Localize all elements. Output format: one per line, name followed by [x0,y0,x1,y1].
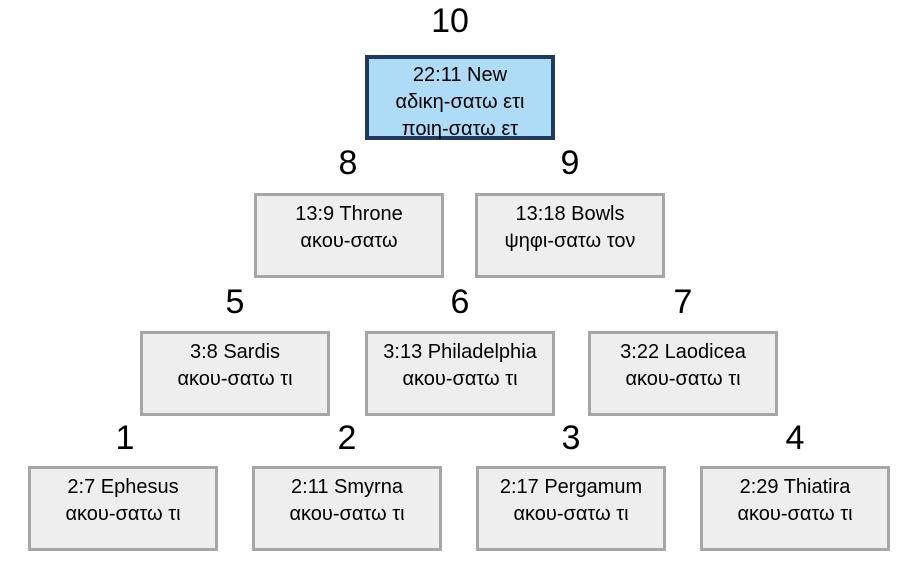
node-greek-line-2: ποιη-σατω ετ [401,118,519,140]
node-box-2: 2:11 Smyrna ακου-σατω τι [252,466,442,551]
node-number-1: 1 [115,419,135,457]
node-number-9: 9 [560,144,580,182]
node-greek-line-1: ακου-σατω τι [625,368,741,390]
node-greek-line-1: ακου-σατω τι [513,503,629,525]
node-title: 3:13 Philadelphia [383,341,537,363]
node-number-4: 4 [785,419,805,457]
node-box-9: 13:18 Bowls ψηφι-σατω τον [475,193,665,278]
node-title: 2:29 Thiatira [739,476,851,498]
node-box-6: 3:13 Philadelphia ακου-σατω τι [365,331,555,416]
node-greek-line-1: ακου-σατω τι [402,368,518,390]
node-title: 2:7 Ephesus [67,476,179,498]
node-number-8: 8 [338,144,358,182]
node-greek-line-1: ακου-σατω τι [289,503,405,525]
node-title: 3:22 Laodicea [620,341,746,363]
node-box-1: 2:7 Ephesus ακου-σατω τι [28,466,218,551]
node-box-3: 2:17 Pergamum ακου-σατω τι [476,466,666,551]
node-box-7: 3:22 Laodicea ακου-σατω τι [588,331,778,416]
node-box-8: 13:9 Throne ακου-σατω [254,193,444,278]
node-title: 3:8 Sardis [189,341,281,363]
node-greek-line-1: αδικη-σατω ετι [395,91,525,113]
node-number-7: 7 [673,283,693,321]
node-number-6: 6 [450,283,470,321]
node-title: 13:9 Throne [295,203,403,225]
node-number-2: 2 [337,419,357,457]
node-greek-line-1: ακου-σατω τι [177,368,293,390]
node-number-5: 5 [225,283,245,321]
node-number-3: 3 [561,419,581,457]
node-title: 2:11 Smyrna [291,476,403,498]
node-greek-line-1: ακου-σατω [300,230,398,252]
node-title: 22:11 New [412,64,508,86]
node-box-10: 22:11 New αδικη-σατω ετι ποιη-σατω ετ [365,55,555,140]
node-box-5: 3:8 Sardis ακου-σατω τι [140,331,330,416]
node-greek-line-1: ακου-σατω τι [65,503,181,525]
node-greek-line-1: ψηφι-σατω τον [504,230,636,252]
node-title: 2:17 Pergamum [499,476,643,498]
node-box-4: 2:29 Thiatira ακου-σατω τι [700,466,890,551]
node-number-10: 10 [431,2,469,40]
node-title: 13:18 Bowls [515,203,625,225]
node-greek-line-1: ακου-σατω τι [737,503,853,525]
